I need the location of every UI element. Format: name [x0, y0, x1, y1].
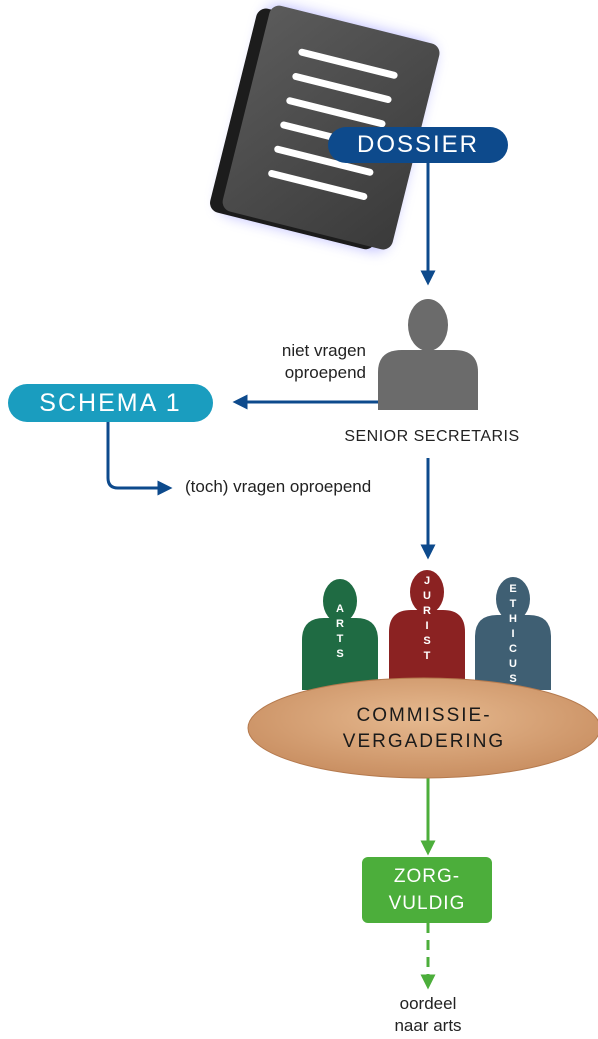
member-letters-jurist: J U R I S T — [420, 574, 434, 664]
letter: I — [425, 620, 429, 632]
letter: R — [336, 618, 344, 630]
result-box — [362, 857, 492, 923]
letter: I — [511, 628, 515, 640]
letter: S — [336, 648, 344, 660]
schema-badge — [8, 384, 213, 422]
meeting-label-line1: COMMISSIE- — [356, 705, 492, 726]
committee-member-jurist — [389, 570, 465, 690]
letter: A — [336, 603, 344, 615]
outcome-label: oordeel naar arts — [370, 993, 486, 1037]
edge-label-line2: oproepend — [284, 363, 366, 382]
letter: T — [336, 633, 344, 645]
result-label: ZORG- VULDIG — [362, 863, 492, 917]
dossier-badge — [328, 127, 508, 163]
letter: S — [509, 673, 517, 685]
document-icon — [210, 5, 440, 251]
arrow-schema-to-raising — [106, 420, 173, 496]
edge-label-not-raising: niet vragen oproepend — [230, 340, 366, 384]
letter: C — [509, 643, 517, 655]
outcome-label-line1: oordeel — [399, 994, 457, 1013]
edge-label-line1: niet vragen — [281, 341, 366, 360]
result-label-line2: VULDIG — [388, 893, 466, 914]
outcome-label-line2: naar arts — [394, 1016, 462, 1035]
schema-label: SCHEMA 1 — [39, 388, 182, 417]
result-label-line1: ZORG- — [393, 866, 461, 887]
letter: H — [509, 613, 517, 625]
dossier-label: DOSSIER — [356, 131, 480, 158]
letter: J — [423, 575, 431, 587]
letter: T — [509, 598, 517, 610]
edge-label-raising: (toch) vragen oproepend — [185, 477, 372, 496]
meeting-label: COMMISSIE- VERGADERING — [300, 703, 548, 755]
meeting-label-line2: VERGADERING — [342, 731, 506, 752]
letter: S — [423, 635, 431, 647]
committee-member-ethicus — [475, 577, 551, 690]
letter: U — [509, 658, 517, 670]
committee-member-arts — [302, 579, 378, 690]
member-letters-ethicus: E T H I C U S — [506, 582, 520, 687]
letter: T — [423, 650, 431, 662]
meeting-table — [247, 677, 598, 779]
person-icon — [378, 299, 478, 410]
letter: R — [423, 605, 431, 617]
member-letters-arts: A R T S — [333, 602, 347, 662]
letter: U — [423, 590, 431, 602]
secretary-label: SENIOR SECRETARIS — [344, 428, 520, 445]
letter: E — [509, 583, 517, 595]
